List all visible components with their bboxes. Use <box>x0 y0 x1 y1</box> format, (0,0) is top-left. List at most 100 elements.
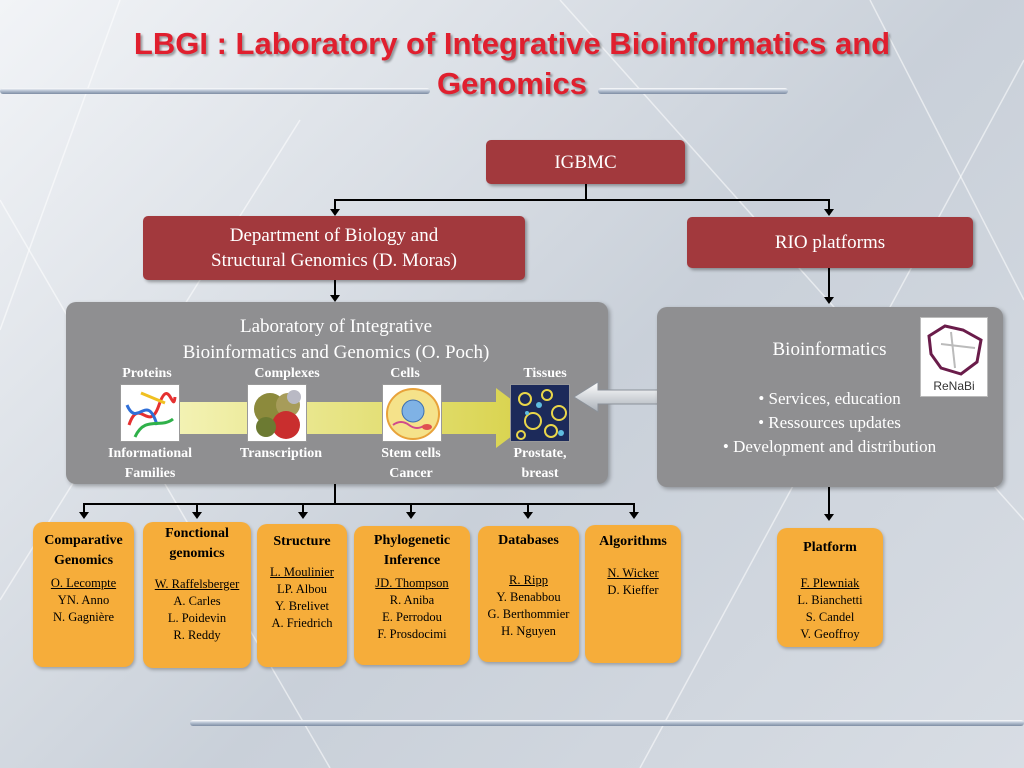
platform-title: Platform <box>803 540 857 555</box>
team-lead: JD. Thompson <box>375 576 449 590</box>
platform-member: L. Bianchetti <box>797 593 863 607</box>
connector <box>302 503 304 516</box>
team-member: N. Gagnière <box>52 610 115 624</box>
col-sub-complexes: Transcription <box>221 444 341 464</box>
team-card-comparative-genomics: Comparative Genomics O. Lecompte YN. Ann… <box>33 522 134 667</box>
team-member: R. Aniba <box>389 593 435 607</box>
bioinformatics-title: Bioinformatics <box>772 339 887 360</box>
connector <box>334 199 830 201</box>
team-card-algorithms: Algorithms N. Wicker D. Kieffer <box>585 525 681 663</box>
department-line2: Structural Genomics (D. Moras) <box>211 250 457 271</box>
team-members: JD. Thompson R. Aniba E. Perrodou F. Pro… <box>354 575 470 643</box>
laboratory-title: Laboratory of Integrative Bioinformatics… <box>66 314 606 366</box>
col-sub-tissues: Prostate, breast <box>480 444 600 484</box>
team-title-line1: Comparative <box>44 533 123 548</box>
col-sub-complexes-line1: Transcription <box>239 446 323 461</box>
team-member: E. Perrodou <box>382 610 442 624</box>
team-members: O. Lecompte YN. Anno N. Gagnière <box>33 575 134 626</box>
cell-image <box>382 384 442 442</box>
team-title-line1: Phylogenetic <box>373 533 451 548</box>
team-title: Comparative Genomics <box>33 531 134 571</box>
connector <box>196 503 198 516</box>
bioinformatics-item: • Services, education <box>758 389 901 408</box>
team-title: Phylogenetic Inference <box>354 531 470 571</box>
page-title-line1: LBGI : Laboratory of Integrative Bioinfo… <box>133 26 891 61</box>
connector <box>334 484 336 504</box>
protein-structure-image <box>120 384 180 442</box>
connector <box>334 280 336 298</box>
team-title-line2: Inference <box>383 553 441 568</box>
team-member: Y. Brelivet <box>275 599 329 613</box>
department-box: Department of Biology and Structural Gen… <box>143 216 525 280</box>
col-sub-proteins-line2: Families <box>124 466 176 481</box>
team-lead: R. Ripp <box>509 573 548 587</box>
team-card-structure: Structure L. Moulinier LP. Albou Y. Brel… <box>257 524 347 667</box>
connector <box>828 487 830 517</box>
connector <box>633 503 635 516</box>
team-member: Y. Benabbou <box>496 590 561 604</box>
bioinformatics-box: Bioinformatics • Services, education • R… <box>657 307 1003 487</box>
col-sub-tissues-line2: breast <box>521 466 559 481</box>
team-members: R. Ripp Y. Benabbou G. Berthommier H. Ng… <box>478 572 579 640</box>
platform-members: F. Plewniak L. Bianchetti S. Candel V. G… <box>777 575 883 643</box>
team-member: R. Reddy <box>173 628 221 642</box>
team-lead: W. Raffelsberger <box>154 577 240 591</box>
team-card-fonctional-genomics: Fonctional genomics W. Raffelsberger A. … <box>143 522 251 668</box>
team-title-line1: Databases <box>498 533 559 548</box>
page-title: LBGI : Laboratory of Integrative Bioinfo… <box>20 24 1004 104</box>
team-lead: O. Lecompte <box>50 576 117 590</box>
connector <box>527 503 529 516</box>
team-members: L. Moulinier LP. Albou Y. Brelivet A. Fr… <box>257 564 347 632</box>
col-sub-cells: Stem cells Cancer <box>351 444 471 484</box>
laboratory-box: Laboratory of Integrative Bioinformatics… <box>66 302 608 484</box>
team-member: L. Poidevin <box>167 611 227 625</box>
team-members: N. Wicker D. Kieffer <box>585 565 681 599</box>
col-sub-proteins: Informational Families <box>90 444 210 484</box>
col-sub-cells-line1: Stem cells <box>381 446 441 461</box>
team-title-line1: Fonctional <box>165 526 229 541</box>
connector <box>83 503 85 516</box>
team-card-databases: Databases R. Ripp Y. Benabbou G. Berthom… <box>478 526 579 662</box>
col-sub-proteins-line1: Informational <box>108 446 192 461</box>
renabi-logo: ReNaBi <box>920 317 988 397</box>
connector <box>334 199 336 213</box>
title-rule-right <box>598 88 788 94</box>
laboratory-title-line2: Bioinformatics and Genomics (O. Poch) <box>182 342 490 363</box>
platform-card: Platform F. Plewniak L. Bianchetti S. Ca… <box>777 528 883 647</box>
rio-label: RIO platforms <box>774 232 886 253</box>
team-member: G. Berthommier <box>487 607 570 621</box>
igbmc-box: IGBMC <box>486 140 685 184</box>
department-line1: Department of Biology and <box>229 225 439 246</box>
team-title-line1: Structure <box>273 534 331 549</box>
col-label-complexes: Complexes <box>254 366 320 381</box>
connector <box>828 268 830 302</box>
connector <box>83 503 635 505</box>
team-member: LP. Albou <box>276 582 327 596</box>
team-member: A. Friedrich <box>271 616 333 630</box>
rio-box: RIO platforms <box>687 217 973 268</box>
col-sub-cells-line2: Cancer <box>389 466 433 481</box>
team-title-line2: Genomics <box>53 553 114 568</box>
team-title: Databases <box>478 531 579 551</box>
laboratory-title-line1: Laboratory of Integrative <box>239 316 433 337</box>
bioinformatics-item: • Development and distribution <box>722 437 937 456</box>
footer-rule <box>190 720 1024 726</box>
team-card-phylogenetic-inference: Phylogenetic Inference JD. Thompson R. A… <box>354 526 470 665</box>
team-member: A. Carles <box>173 594 221 608</box>
renabi-logo-graphic <box>927 324 983 376</box>
team-lead: L. Moulinier <box>270 565 334 579</box>
team-member: H. Nguyen <box>501 624 556 638</box>
platform-member: V. Geoffroy <box>800 627 860 641</box>
col-label-tissues: Tissues <box>523 366 567 381</box>
connector <box>585 184 587 200</box>
col-sub-tissues-line1: Prostate, <box>513 446 567 461</box>
team-member: D. Kieffer <box>607 583 659 597</box>
team-member: YN. Anno <box>57 593 110 607</box>
connector <box>828 199 830 213</box>
team-title-line2: genomics <box>169 546 225 561</box>
team-member: F. Prosdocimi <box>377 627 447 641</box>
page-title-line2: Genomics <box>437 66 587 101</box>
team-lead: N. Wicker <box>607 566 659 580</box>
team-members: W. Raffelsberger A. Carles L. Poidevin R… <box>143 576 251 644</box>
